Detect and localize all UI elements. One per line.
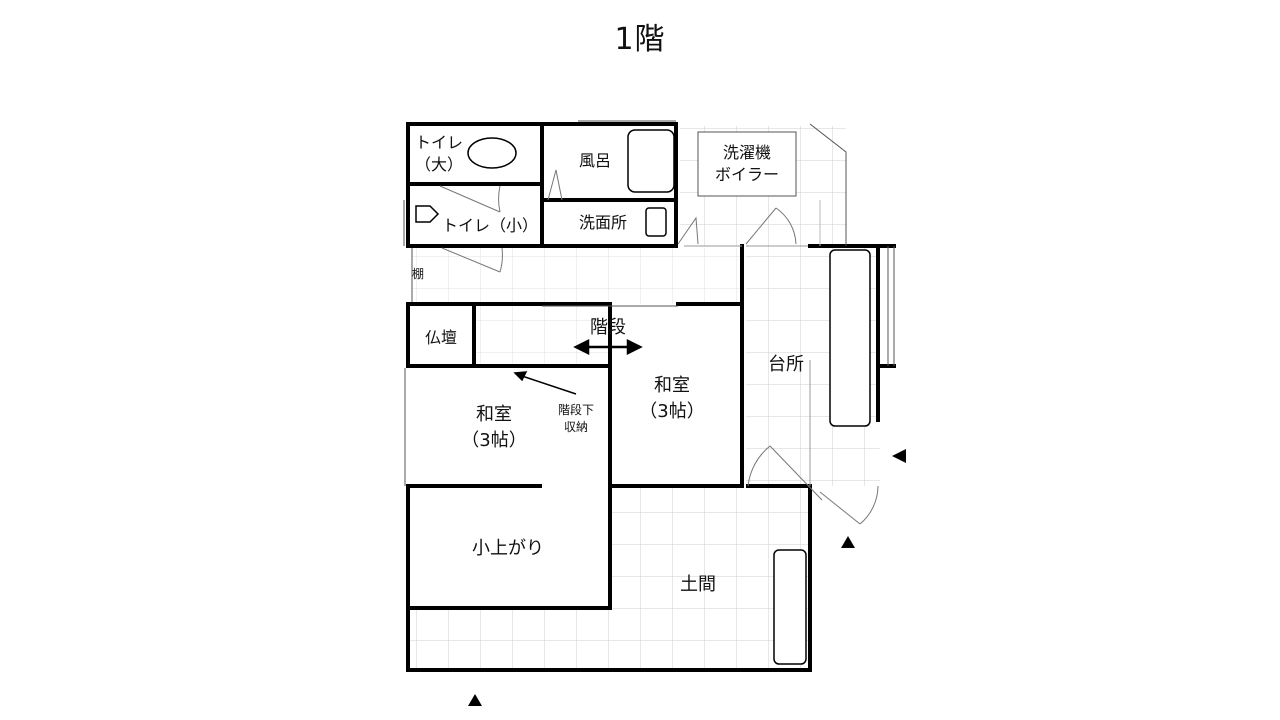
label-bath: 風呂 (578, 151, 611, 170)
double-arrow-icon (573, 338, 643, 356)
tiled-floor (410, 126, 880, 670)
label-toilet-small: トイレ（小） (441, 216, 538, 235)
label-altar: 仏壇 (424, 328, 457, 347)
label-japanese-room-right: 和室 （3帖） (639, 375, 705, 422)
label-toilet-large: トイレ （大） (414, 133, 463, 174)
label-laundry: 洗濯機 ボイラー (714, 143, 779, 184)
label-under-stairs-storage: 階段下 収納 (557, 403, 594, 434)
toilet-bowl-icon (467, 137, 517, 169)
label-kitchen: 台所 (768, 354, 804, 375)
kitchen-counter-icon (829, 249, 871, 427)
bathtub-icon (627, 129, 675, 193)
label-earthen-floor: 土間 (680, 574, 716, 595)
wash-basin-icon (645, 207, 667, 237)
label-small-step-room: 小上がり (472, 538, 544, 559)
floor-title: 1階 (614, 22, 666, 57)
label-washroom: 洗面所 (578, 213, 627, 232)
label-stairs: 階段 (590, 317, 626, 338)
triangle-marker-icon (468, 449, 906, 706)
fixtures (415, 129, 871, 665)
label-shelf: 棚 (411, 267, 424, 281)
urinal-icon (415, 205, 440, 223)
door-swings (439, 169, 879, 525)
thin-lines (403, 120, 895, 486)
leader-arrow-icon (513, 371, 577, 395)
label-japanese-room-left: 和室 （3帖） (461, 404, 527, 451)
laundry-box (697, 131, 797, 197)
earthen-counter-icon (773, 549, 807, 665)
walls (406, 122, 896, 672)
